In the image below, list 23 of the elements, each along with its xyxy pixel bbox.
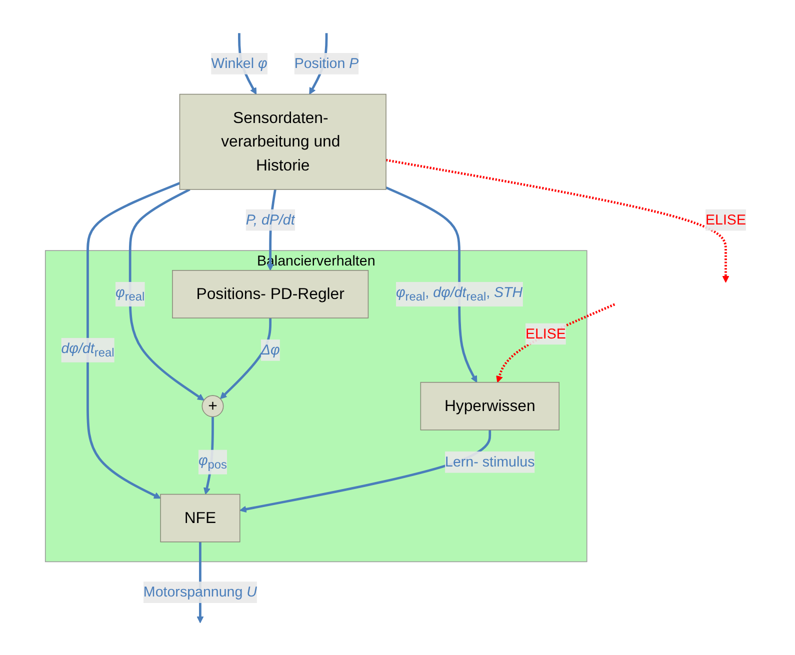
arrow <box>386 186 478 382</box>
edge-label: Lern- stimulus <box>445 453 535 470</box>
node-box: Positions- PD-Regler <box>172 270 369 318</box>
arrow <box>128 188 204 400</box>
arrow <box>86 182 180 498</box>
edge-label: ELISE <box>525 325 566 341</box>
node-box: Hyperwissen <box>420 381 560 430</box>
edge-label: P, dP/dt <box>246 211 295 228</box>
node-box: NFE <box>160 493 240 542</box>
edge-label: Position P <box>294 54 359 71</box>
edge-label: φ$_{pos}$ <box>198 452 228 472</box>
arrow <box>496 302 616 382</box>
edge-label: Winkel φ <box>211 54 268 71</box>
node-circle: + <box>202 394 224 417</box>
edge-label: φ$_{real}$ <box>116 284 145 304</box>
edge-label: ELISE <box>706 211 746 228</box>
edge-label: φ$_{real}$, dφ/dt$_{real}$, STH <box>396 284 523 304</box>
arrow <box>220 318 272 399</box>
edge-label: dφ/dt$_{real}$ <box>61 340 114 360</box>
arrow <box>386 158 730 282</box>
node-box: Sensordaten- verarbeitung und Historie <box>179 93 386 190</box>
edge-label: Δφ <box>260 341 280 358</box>
edge-label: Motorspannung U <box>143 583 258 600</box>
